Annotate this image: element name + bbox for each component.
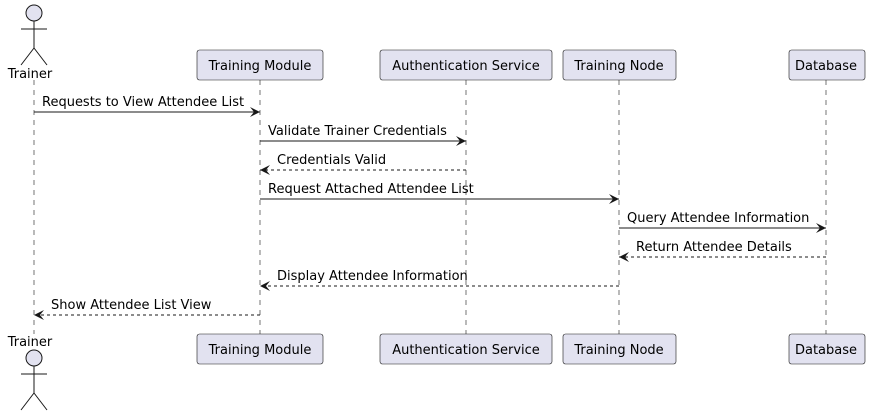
message-2: Validate Trainer Credentials <box>260 124 466 146</box>
participant-database-top: Database <box>788 49 866 81</box>
participant-box <box>379 49 553 81</box>
participant-trainer-top: Trainer <box>7 4 53 82</box>
message-1: Requests to View Attendee List <box>34 95 260 117</box>
participant-training-node-top: Training Node <box>562 49 677 81</box>
participant-training-module-top: Training Module <box>196 49 324 81</box>
message-5: Query Attendee Information <box>619 211 826 233</box>
participant-label: Training Node <box>573 343 663 358</box>
message-label: Credentials Valid <box>277 153 386 168</box>
message-4: Request Attached Attendee List <box>260 182 619 204</box>
message-label: Query Attendee Information <box>627 211 809 226</box>
participant-label: Authentication Service <box>392 59 540 74</box>
participant-box <box>788 333 866 365</box>
participants-top: Trainer Training Module Authentication Ser… <box>7 4 866 82</box>
actor-stick-figure-icon <box>20 4 48 66</box>
participant-trainer-bottom: Trainer <box>7 335 53 411</box>
participant-box <box>562 49 677 81</box>
message-7: Display Attendee Information <box>260 269 619 291</box>
participant-training-node-bottom: Training Node <box>562 333 677 365</box>
participant-label: Database <box>795 343 857 358</box>
participant-box <box>379 333 553 365</box>
message-label: Display Attendee Information <box>277 269 468 284</box>
participant-database-bottom: Database <box>788 333 866 365</box>
participant-training-module-bottom: Training Module <box>196 333 324 365</box>
participant-box <box>196 49 324 81</box>
participant-box <box>562 333 677 365</box>
message-label: Request Attached Attendee List <box>268 182 474 197</box>
message-label: Requests to View Attendee List <box>42 95 244 110</box>
message-label: Show Attendee List View <box>51 298 212 313</box>
participant-label: Authentication Service <box>392 343 540 358</box>
participant-auth-service-bottom: Authentication Service <box>379 333 553 365</box>
participant-label: Database <box>795 59 857 74</box>
lifelines <box>33 80 827 334</box>
actor-label: Trainer <box>7 335 53 350</box>
message-3: Credentials Valid <box>260 153 466 175</box>
participant-label: Training Node <box>573 59 663 74</box>
message-label: Return Attendee Details <box>636 240 792 255</box>
message-label: Validate Trainer Credentials <box>268 124 447 139</box>
participant-label: Training Module <box>208 343 312 358</box>
message-8: Show Attendee List View <box>34 298 260 320</box>
actor-stick-figure-icon <box>20 349 48 411</box>
participant-auth-service-top: Authentication Service <box>379 49 553 81</box>
participant-box <box>196 333 324 365</box>
participant-box <box>788 49 866 81</box>
actor-label: Trainer <box>7 67 53 82</box>
message-6: Return Attendee Details <box>619 240 826 262</box>
participant-label: Training Module <box>208 59 312 74</box>
